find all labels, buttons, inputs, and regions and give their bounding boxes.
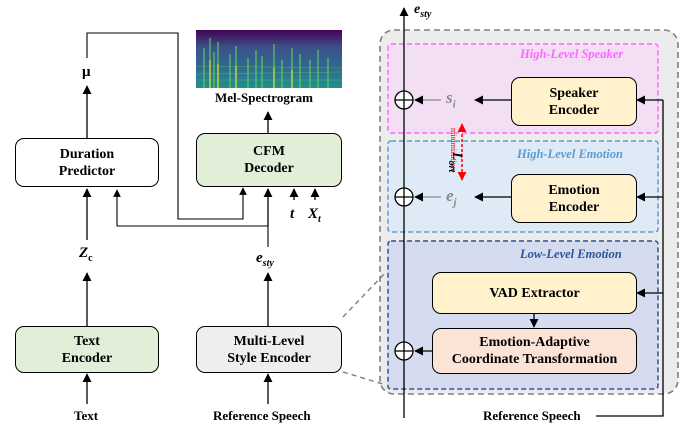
cfm-decoder-box: CFM Decoder <box>196 133 342 187</box>
t-main: t <box>290 206 295 222</box>
style-encoder-line2: Style Encoder <box>227 350 311 366</box>
right-reference-speech-label: Reference Speech <box>483 408 581 423</box>
esty-sub: sty <box>262 258 274 269</box>
high-level-emotion-title: High-Level Emotion <box>517 147 623 161</box>
emotion-encoder-line1: Emotion <box>548 182 600 198</box>
vad-extractor-label: VAD Extractor <box>489 285 580 301</box>
speaker-encoder-line2: Encoder <box>548 102 600 118</box>
sum-circle-speaker <box>394 90 414 110</box>
cfm-decoder-line1: CFM <box>253 144 285 159</box>
style-encoder-box: Multi-Level Style Encoder <box>196 326 342 373</box>
xt-symbol: Xt <box>308 206 321 225</box>
ej-sub: j <box>453 196 457 209</box>
mu-to-cfm-line <box>86 32 247 220</box>
text-encoder-line1: Text <box>74 333 100 349</box>
eact-box: Emotion-Adaptive Coordinate Transformati… <box>432 328 637 374</box>
xt-main: X <box>308 206 319 222</box>
zc-main: Z <box>79 245 89 261</box>
text-encoder-box: Text Encoder <box>15 326 159 373</box>
mu-symbol: μ <box>82 64 91 80</box>
text-input-label: Text <box>74 408 99 423</box>
eact-line2: Coordinate Transformation <box>451 352 618 367</box>
t-symbol: t <box>290 206 294 223</box>
esty-output-symbol: esty <box>414 2 431 20</box>
si-symbol: si <box>446 88 456 110</box>
low-level-emotion-title: Low-Level Emotion <box>520 247 622 261</box>
text-encoder-line2: Encoder <box>61 350 113 366</box>
esty-out-sub: sty <box>420 8 432 20</box>
minimization-label: minimization <box>449 128 458 171</box>
xt-sub: t <box>318 214 321 225</box>
esty-main: e <box>256 250 263 266</box>
speaker-encoder-line1: Speaker <box>549 85 599 101</box>
emotion-encoder-box: Emotion Encoder <box>511 174 637 223</box>
speaker-encoder-box: Speaker Encoder <box>511 77 637 126</box>
ej-main: e <box>446 186 454 205</box>
sum-circle-emotion <box>394 187 414 207</box>
zc-symbol: Zc <box>79 245 93 264</box>
vad-extractor-box: VAD Extractor <box>432 272 637 314</box>
ej-symbol: ej <box>446 186 457 208</box>
cfm-decoder-line2: Decoder <box>244 161 294 176</box>
zoom-line-top <box>342 271 387 318</box>
ref-speech-vertical-line <box>596 100 664 417</box>
eact-line1: Emotion-Adaptive <box>479 335 590 350</box>
reference-speech-input-label: Reference Speech <box>213 408 311 423</box>
esty-to-duration-line <box>113 189 269 247</box>
emotion-encoder-line2: Encoder <box>548 199 600 215</box>
sum-circle-low <box>394 341 414 361</box>
duration-predictor-box: Duration Predictor <box>15 138 159 187</box>
high-level-speaker-title: High-Level Speaker <box>520 47 624 61</box>
zc-sub: c <box>88 253 93 264</box>
style-encoder-line1: Multi-Level <box>233 333 305 349</box>
esty-symbol: esty <box>256 250 274 269</box>
duration-predictor-line1: Duration <box>59 146 115 162</box>
mel-spectrogram-image <box>196 30 342 88</box>
si-main: s <box>446 88 453 107</box>
si-sub: i <box>452 98 456 111</box>
zoom-line-bottom <box>342 371 387 386</box>
esty-out-main: e <box>414 2 421 17</box>
mel-spectrogram-label: Mel-Spectrogram <box>215 90 313 105</box>
duration-predictor-line2: Predictor <box>58 163 116 179</box>
